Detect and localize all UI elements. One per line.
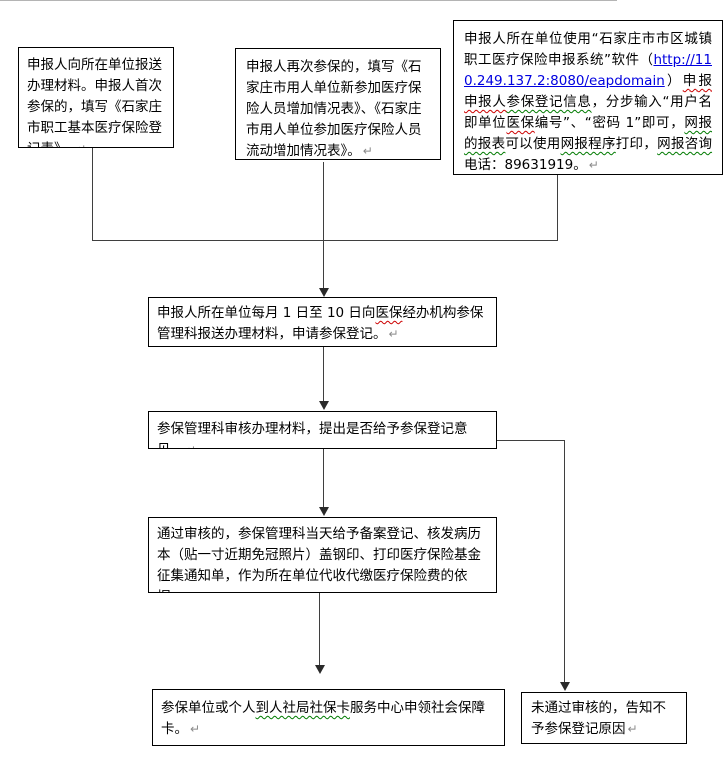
flow-step-submit-monthly: 申报人所在单位每月 1 日至 10 日向医保经办机构参保管理科报送办理材料，申请… xyxy=(148,297,497,347)
flow-step-rejected: 未通过审核的，告知不予参保登记原因↵ xyxy=(521,692,687,744)
page-top-rule xyxy=(0,0,617,1)
arrowhead-to-social-card-icon xyxy=(315,665,325,674)
online-system-text-5: ，分步输入“用户名即单位 xyxy=(464,94,712,131)
return-mark: ↵ xyxy=(588,158,599,172)
connector-left-down-line xyxy=(92,148,93,241)
connector-right-down-line xyxy=(557,175,558,241)
online-system-text-4: 参保登记信息 xyxy=(506,94,592,110)
connector-submit-to-review-line xyxy=(323,347,324,402)
online-system-text-2: ） xyxy=(664,73,683,89)
connector-middle-down-line xyxy=(323,162,324,289)
flow-step-review: 参保管理科审核办理材料，提出是否给予参保登记意见。↵ xyxy=(148,411,497,449)
online-system-text-8: 网报的报表 xyxy=(464,115,713,152)
online-system-text-12: 网报咨询 xyxy=(657,136,713,152)
return-mark: ↵ xyxy=(186,443,196,448)
flow-step-review-text: 参保管理科审核办理材料，提出是否给予参保登记意见。 xyxy=(157,421,468,448)
connector-merge-horizontal-line xyxy=(92,240,558,241)
online-system-text-7: 编号”、“密码 1”即可， xyxy=(534,115,685,131)
social-card-text-2: 到人社局社保卡 xyxy=(255,700,351,716)
flow-step-declare-first-text: 申报人向所在单位报送办理材料。申报人首次参保的，填写《石家庄市职工基本医疗保险登… xyxy=(27,57,162,147)
flow-step-declare-again: 申报人再次参保的，填写《石家庄市用人单位新参加医疗保险人员增加情况表》、《石家庄… xyxy=(235,48,441,160)
flow-step-declare-again-text: 申报人再次参保的，填写《石家庄市用人单位新参加医疗保险人员增加情况表》、《石家庄… xyxy=(246,59,422,159)
submit-monthly-text-2: 医保 xyxy=(375,305,403,321)
return-mark: ↵ xyxy=(190,722,201,736)
flow-step-approved-text: 通过审核的，参保管理科当天给予备案登记、核发病历本（贴一寸近期免冠照片）盖钢印、… xyxy=(157,526,481,592)
social-card-text-3: 服务中心申领社会保障卡。 xyxy=(161,700,485,737)
connector-review-to-rejected-horizontal-line xyxy=(497,440,565,441)
online-system-text-6: 医保 xyxy=(506,115,535,131)
online-system-text-1: 申报人所在单位使用“石家庄市市区城镇职工医疗保险申报系统”软件（ xyxy=(464,31,712,68)
flow-step-rejected-text: 未通过审核的，告知不予参保登记原因 xyxy=(531,700,666,737)
connector-review-to-rejected-vertical-line xyxy=(564,440,565,683)
flow-step-approved: 通过审核的，参保管理科当天给予备案登记、核发病历本（贴一寸近期免冠照片）盖钢印、… xyxy=(148,517,497,593)
connector-approved-to-card-line xyxy=(319,593,320,666)
arrowhead-to-review-icon xyxy=(319,401,329,410)
submit-monthly-text-1: 申报人所在单位每月 1 日至 10 日向 xyxy=(157,305,376,321)
online-system-text-9: 可以使用 xyxy=(505,136,561,152)
flow-step-declare-first: 申报人向所在单位报送办理材料。申报人首次参保的，填写《石家庄市职工基本医疗保险登… xyxy=(18,47,174,148)
return-mark: ↵ xyxy=(388,327,399,341)
online-system-text-11: 打印， xyxy=(615,136,658,152)
return-mark: ↵ xyxy=(76,142,86,147)
online-system-text-10: 网报程序 xyxy=(560,136,616,152)
online-system-text-13: 电话：89631919。 xyxy=(464,157,587,173)
arrowhead-to-approved-icon xyxy=(319,507,329,516)
return-mark: ↵ xyxy=(362,144,373,158)
connector-review-to-approved-line xyxy=(323,449,324,508)
eapdomain-link[interactable]: http://110.249.137.2:8080/eapdomain xyxy=(464,52,712,89)
return-mark: ↵ xyxy=(186,590,196,592)
return-mark: ↵ xyxy=(627,722,638,736)
social-card-text-1: 参保单位或个人 xyxy=(161,700,256,716)
submit-monthly-text-3: 经办机构参保管理科报送办理材料，申请参保登记。 xyxy=(157,305,484,342)
arrowhead-to-submit-monthly-icon xyxy=(319,288,329,297)
flow-step-online-system: 申报人所在单位使用“石家庄市市区城镇职工医疗保险申报系统”软件（http://1… xyxy=(453,20,723,175)
flow-step-social-card: 参保单位或个人到人社局社保卡服务中心申领社会保障卡。↵ xyxy=(152,689,505,746)
online-system-text-3: 申报申报人 xyxy=(464,73,712,110)
arrowhead-to-rejected-icon xyxy=(560,682,570,691)
